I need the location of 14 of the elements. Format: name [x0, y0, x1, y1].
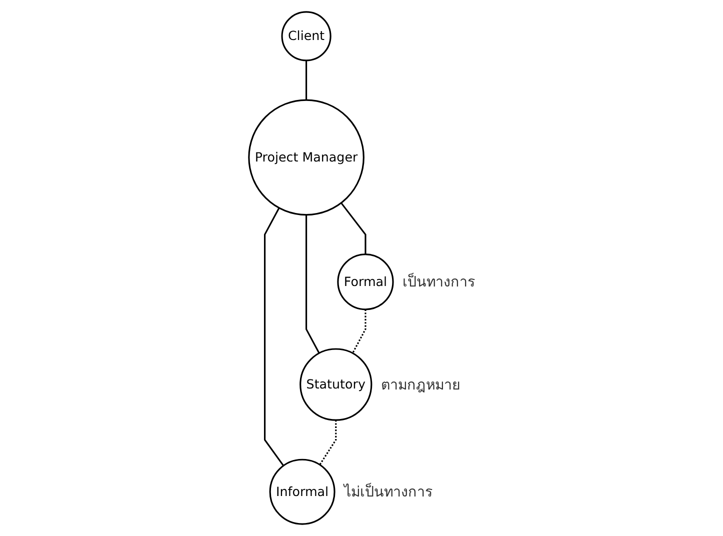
- node-caption: เป็นทางการ: [402, 274, 475, 291]
- node-label: Formal: [343, 272, 387, 292]
- connector-line: [351, 309, 366, 354]
- node-label: Project Manager: [254, 148, 358, 167]
- node-label: Statutory: [306, 376, 365, 394]
- connector-line: [305, 60, 307, 100]
- connector-line: [340, 202, 366, 254]
- node-label: Informal: [276, 482, 328, 501]
- connector-line: [263, 208, 284, 466]
- node-caption: ไม่เป็นทางการ: [344, 484, 432, 501]
- connector-line: [305, 214, 320, 354]
- node-caption: ตามกฎหมาย: [380, 377, 460, 394]
- connector-line: [318, 420, 336, 466]
- node-label: Client: [287, 27, 324, 46]
